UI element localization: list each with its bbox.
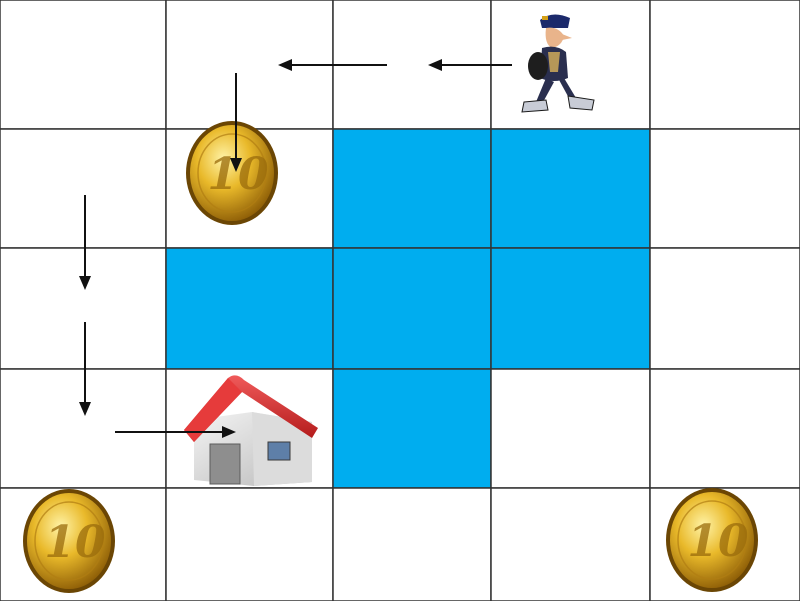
- coin-value-label: 10: [44, 517, 106, 568]
- water-cell: [166, 248, 333, 369]
- grid-cell: [166, 488, 333, 601]
- water-cell: [491, 129, 650, 248]
- water-cell: [491, 248, 650, 369]
- grid-cell: [491, 488, 650, 601]
- water-cell: [333, 129, 491, 248]
- grid-cell: [0, 248, 166, 369]
- water-cell: [333, 248, 491, 369]
- grid-cell: [650, 248, 800, 369]
- grid-cell: [0, 369, 166, 488]
- euro-coin-icon: 10: [666, 488, 758, 592]
- grid-cell: [333, 488, 491, 601]
- grid-cell: [0, 129, 166, 248]
- coin-value-label: 10: [687, 516, 749, 567]
- euro-coin-icon: 10: [186, 121, 278, 225]
- grid-cell: [650, 369, 800, 488]
- grid-cell: [650, 0, 800, 129]
- grid-cell: [491, 369, 650, 488]
- grid-cell: [0, 0, 166, 129]
- euro-coin-icon: 10: [23, 489, 115, 593]
- water-cell: [333, 369, 491, 488]
- grid-cell: [491, 0, 650, 129]
- grid-cell: [650, 129, 800, 248]
- coin-value-label: 10: [207, 149, 269, 200]
